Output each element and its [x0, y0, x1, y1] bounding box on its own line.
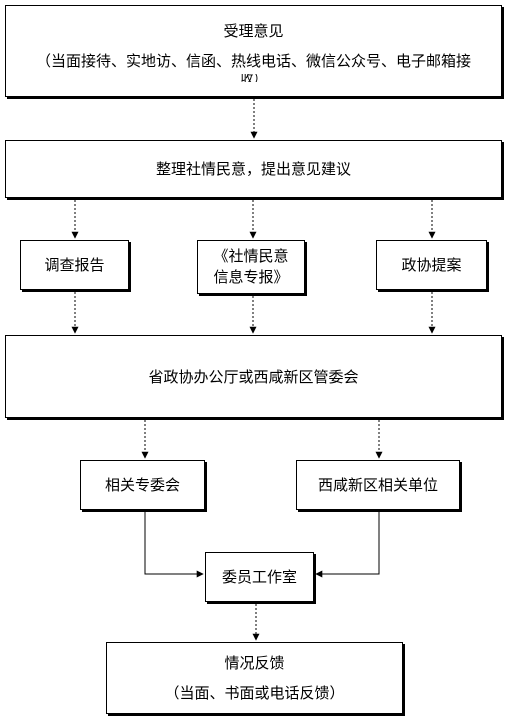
node-survey-report-label: 调查报告: [44, 256, 105, 274]
node-units-label: 西咸新区相关单位: [317, 476, 438, 494]
node-proposal-label: 政协提案: [401, 256, 462, 274]
step-accept-opinions: 受理意见 （当面接待、实地访、信函、热线电话、微信公众号、电子邮箱接 收）: [5, 5, 502, 97]
step-organize: 整理社情民意，提出意见建议: [5, 140, 502, 198]
node-survey-report: 调查报告: [20, 240, 129, 290]
step-office: 省政协办公厅或西咸新区管委会: [5, 335, 502, 418]
step-feedback: 情况反馈 （当面、书面或电话反馈）: [106, 642, 403, 714]
node-special-report-line2: 信息专报》: [213, 268, 289, 286]
step-organize-label: 整理社情民意，提出意见建议: [155, 160, 351, 178]
node-proposal: 政协提案: [376, 240, 487, 290]
step-accept-detail: （当面接待、实地访、信函、热线电话、微信公众号、电子邮箱接: [35, 52, 471, 70]
node-studio-label: 委员工作室: [221, 568, 297, 586]
step-feedback-title: 情况反馈: [224, 654, 285, 672]
node-studio: 委员工作室: [205, 552, 314, 602]
node-special-report-line1: 《社情民意: [213, 247, 289, 265]
step-accept-title: 受理意见: [223, 22, 284, 40]
step-accept-detail-overflow: 收）: [240, 74, 267, 82]
step-feedback-detail: （当面、书面或电话反馈）: [164, 684, 345, 702]
arrow-committee-to-studio: [144, 512, 204, 578]
node-committee-label: 相关专委会: [104, 476, 180, 494]
node-committee: 相关专委会: [80, 460, 205, 510]
node-special-report: 《社情民意 信息专报》: [197, 240, 305, 294]
arrow-units-to-studio: [315, 512, 380, 578]
node-units: 西咸新区相关单位: [296, 460, 460, 510]
step-office-label: 省政协办公厅或西咸新区管委会: [148, 367, 359, 386]
